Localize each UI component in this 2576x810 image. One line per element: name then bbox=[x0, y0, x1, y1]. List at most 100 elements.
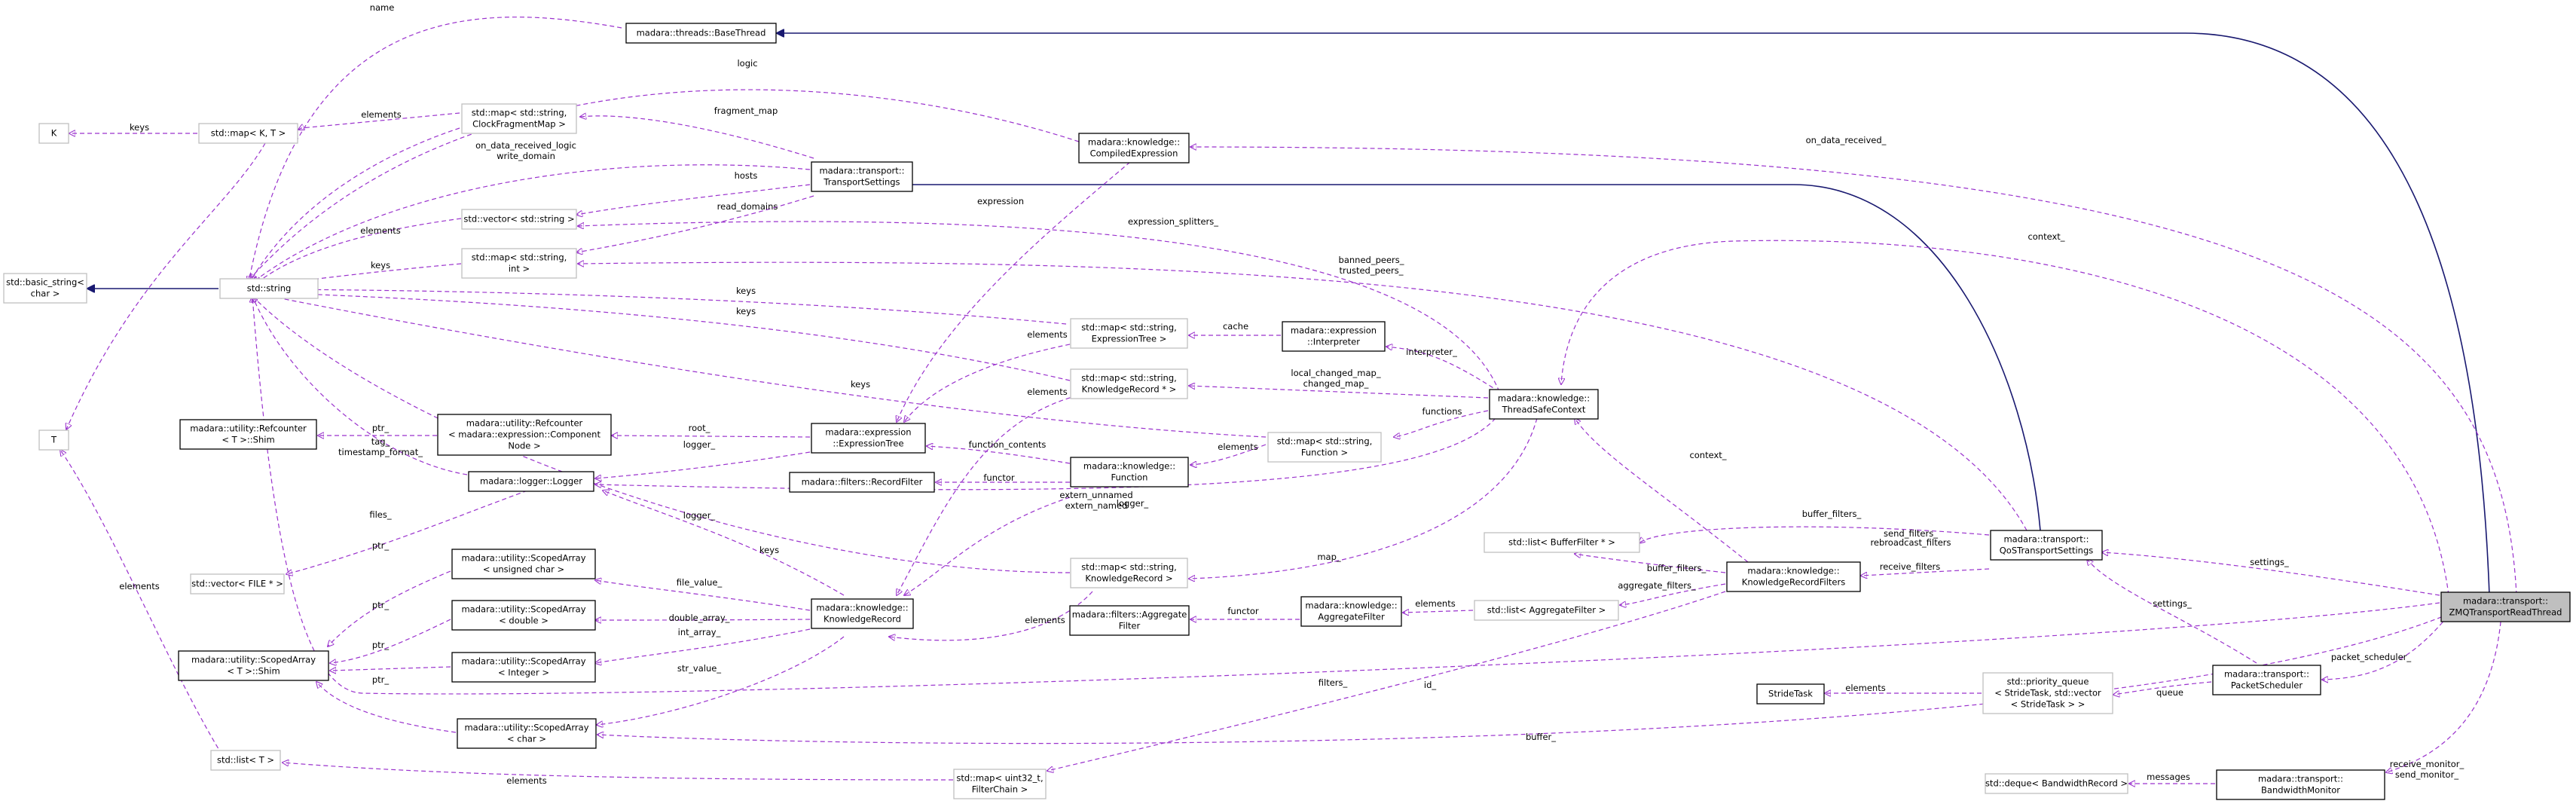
class-nodes: madara::threads::BaseThread madara::know… bbox=[3, 23, 2571, 800]
node-scopedarray-char[interactable]: madara::utility::ScopedArray < char > bbox=[457, 718, 597, 749]
edge-id bbox=[252, 296, 2440, 695]
node-label: madara::filters::Aggregate bbox=[1072, 610, 1187, 620]
node-label: madara::utility::ScopedArray bbox=[191, 655, 316, 665]
node-knowledge-record[interactable]: madara::knowledge:: KnowledgeRecord bbox=[811, 598, 914, 629]
edge-mapfunction-keys bbox=[258, 294, 1267, 438]
node-std-string[interactable]: std::string bbox=[219, 278, 319, 299]
node-packet-scheduler[interactable]: madara::transport:: PacketScheduler bbox=[2212, 665, 2321, 695]
node-label: std::map< std::string, bbox=[472, 252, 567, 263]
node-scopedarray-double[interactable]: madara::utility::ScopedArray < double > bbox=[451, 600, 596, 631]
node-map-knowledgerecord-ptr[interactable]: std::map< std::string, KnowledgeRecord *… bbox=[1070, 368, 1188, 399]
node-label: madara::knowledge:: bbox=[1747, 566, 1839, 576]
edge-label: hosts bbox=[735, 170, 758, 181]
edge-label: ptr_ bbox=[372, 600, 390, 610]
node-label: madara::transport:: bbox=[2463, 596, 2548, 607]
node-stride-task[interactable]: StrideTask bbox=[1756, 683, 1825, 705]
node-map-k-t[interactable]: std::map< K, T > bbox=[198, 123, 298, 144]
node-label: std::priority_queue bbox=[2007, 677, 2089, 687]
node-refcounter-shim[interactable]: madara::utility::Refcounter < T >::Shim bbox=[179, 419, 317, 450]
node-zmq-transport-read-thread[interactable]: madara::transport:: ZMQTransportReadThre… bbox=[2440, 591, 2571, 622]
node-knowledge-function[interactable]: madara::knowledge:: Function bbox=[1070, 457, 1189, 488]
edge-on-data-received-logic bbox=[252, 164, 811, 283]
node-deque-bandwidthrecord[interactable]: std::deque< BandwidthRecord > bbox=[1985, 773, 2128, 794]
node-map-clockfragmentmap[interactable]: std::map< std::string, ClockFragmentMap … bbox=[461, 103, 577, 134]
node-t[interactable]: T bbox=[38, 429, 69, 451]
edge-label: file_value_ bbox=[677, 577, 723, 588]
node-thread-safe-context[interactable]: madara::knowledge:: ThreadSafeContext bbox=[1489, 389, 1599, 420]
node-map-filterchain[interactable]: std::map< uint32_t, FilterChain > bbox=[953, 769, 1047, 799]
node-basic-string[interactable]: std::basic_string< char > bbox=[3, 273, 87, 304]
node-qos-transport-settings[interactable]: madara::transport:: QoSTransportSettings bbox=[1990, 530, 2103, 561]
node-label: std::deque< BandwidthRecord > bbox=[1985, 778, 2128, 789]
node-list-t[interactable]: std::list< T > bbox=[210, 750, 281, 771]
node-interpreter[interactable]: madara::expression ::Interpreter bbox=[1282, 321, 1386, 352]
edge-label: buffer_filters_ bbox=[1647, 563, 1707, 573]
edge-label: str_value_ bbox=[677, 663, 721, 674]
edge-label: elements bbox=[1025, 615, 1065, 625]
node-label: madara::utility::Refcounter bbox=[190, 423, 307, 434]
edge-list-aggregate-elements bbox=[1403, 610, 1474, 613]
edge-settings-zmq bbox=[2102, 552, 2440, 596]
edge-label: functor bbox=[983, 472, 1014, 483]
node-bandwidth-monitor[interactable]: madara::transport:: BandwidthMonitor bbox=[2216, 769, 2385, 800]
node-label: ThreadSafeContext bbox=[1502, 405, 1586, 415]
node-list-aggregatefilter[interactable]: std::list< AggregateFilter > bbox=[1474, 600, 1619, 621]
node-label: BandwidthMonitor bbox=[2261, 785, 2340, 796]
edge-label: keys bbox=[736, 306, 756, 316]
edge-scoped-uchar-ptr bbox=[328, 570, 451, 646]
node-label: T bbox=[50, 435, 57, 445]
node-scopedarray-unsigned-char[interactable]: madara::utility::ScopedArray < unsigned … bbox=[451, 549, 596, 579]
edge-label: keys bbox=[736, 286, 756, 296]
node-knowledge-aggregate-filter[interactable]: madara::knowledge:: AggregateFilter bbox=[1300, 596, 1402, 627]
edge-label: keys bbox=[851, 379, 870, 390]
node-label: madara::utility::ScopedArray bbox=[461, 656, 585, 667]
node-refcounter-componentnode[interactable]: madara::utility::Refcounter < madara::ex… bbox=[437, 414, 612, 456]
edge-label: read_domains bbox=[717, 201, 778, 212]
edge-label: elements bbox=[1415, 598, 1455, 609]
node-scopedarray-integer[interactable]: madara::utility::ScopedArray < Integer > bbox=[451, 652, 596, 683]
node-transport-settings[interactable]: madara::transport:: TransportSettings bbox=[811, 161, 913, 192]
node-label: CompiledExpression bbox=[1090, 148, 1178, 159]
node-base-thread[interactable]: madara::threads::BaseThread bbox=[625, 23, 777, 44]
edge-buffer bbox=[597, 613, 2449, 744]
edge-clockfrag-keys bbox=[251, 127, 460, 280]
node-label: K bbox=[51, 128, 57, 139]
edge-vecstring-elements bbox=[256, 218, 462, 283]
node-label: std::list< AggregateFilter > bbox=[1487, 605, 1606, 616]
edge-label: send_monitor_ bbox=[2395, 769, 2458, 780]
node-label: std::basic_string< bbox=[6, 277, 84, 288]
node-label: StrideTask bbox=[1768, 689, 1813, 699]
node-vector-file[interactable]: std::vector< FILE * > bbox=[190, 573, 285, 595]
edge-label: fragment_map bbox=[714, 105, 778, 116]
edge-label: root_ bbox=[689, 423, 710, 433]
edge-label: messages bbox=[2147, 772, 2190, 782]
node-logger[interactable]: madara::logger::Logger bbox=[468, 471, 594, 492]
node-expression-tree[interactable]: madara::expression ::ExpressionTree bbox=[811, 423, 926, 454]
edge-label: functions bbox=[1422, 406, 1462, 417]
node-k[interactable]: K bbox=[38, 123, 69, 144]
edge-label: receive_monitor_ bbox=[2390, 759, 2464, 769]
node-map-int[interactable]: std::map< std::string, int > bbox=[461, 248, 577, 279]
node-knowledge-record-filters[interactable]: madara::knowledge:: KnowledgeRecordFilte… bbox=[1726, 561, 1861, 592]
edge-receive-monitor bbox=[2386, 613, 2502, 772]
node-priority-queue[interactable]: std::priority_queue < StrideTask, std::v… bbox=[1982, 672, 2113, 714]
edge-label: files_ bbox=[369, 509, 392, 520]
node-filters-aggregate-filter[interactable]: madara::filters::Aggregate Filter bbox=[1069, 605, 1190, 636]
node-map-function[interactable]: std::map< std::string, Function > bbox=[1267, 432, 1382, 463]
node-map-knowledgerecord[interactable]: std::map< std::string, KnowledgeRecord > bbox=[1070, 558, 1188, 588]
edge-label: extern_named bbox=[1065, 500, 1128, 511]
node-record-filter[interactable]: madara::filters::RecordFilter bbox=[789, 472, 935, 493]
node-compiled-expression[interactable]: madara::knowledge:: CompiledExpression bbox=[1078, 133, 1190, 164]
edge-mapkr-elements bbox=[889, 591, 1093, 640]
node-label: std::vector< std::string > bbox=[463, 214, 574, 225]
node-scopedarray-shim[interactable]: madara::utility::ScopedArray < T >::Shim bbox=[178, 650, 329, 681]
node-vector-string[interactable]: std::vector< std::string > bbox=[461, 209, 577, 230]
node-map-expressiontree[interactable]: std::map< std::string, ExpressionTree > bbox=[1070, 318, 1188, 349]
edge-label: aggregate_filters_ bbox=[1618, 580, 1696, 591]
edge-tag bbox=[252, 296, 468, 475]
edge-label: logger_ bbox=[683, 439, 716, 450]
edge-fragment-map bbox=[580, 116, 814, 159]
node-label: KnowledgeRecord > bbox=[1085, 573, 1172, 584]
edge-label: keys bbox=[130, 122, 149, 133]
node-list-bufferfilter[interactable]: std::list< BufferFilter * > bbox=[1484, 532, 1640, 553]
